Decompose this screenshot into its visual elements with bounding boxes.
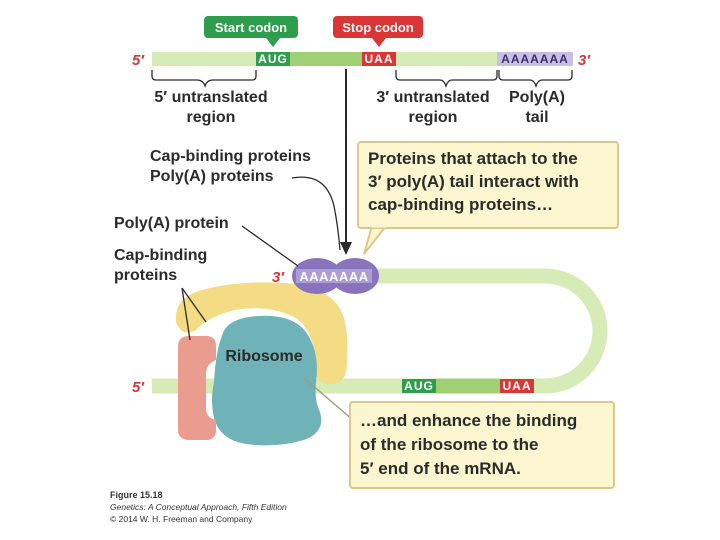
start-codon-tag: Start codon [204, 16, 298, 47]
cap-binding-leader-line-2 [181, 287, 191, 341]
loop-start-codon-box [402, 379, 436, 393]
top-three-prime: 3′ [578, 52, 591, 69]
figure-number: Figure 15.18 [110, 490, 163, 500]
loop-stop-codon-box [500, 379, 534, 393]
polya-protein-label: Poly(A) protein [114, 215, 229, 232]
top-five-prime: 5′ [132, 52, 145, 69]
callout-top-line3: cap-binding proteins… [368, 195, 553, 214]
down-arrow [340, 69, 352, 255]
polya-label-line1: Poly(A) [509, 89, 565, 106]
top-stop-codon: UAA [365, 52, 394, 66]
loop-three-prime: 3′ [272, 269, 285, 286]
utr5-label-line1: 5′ untranslated [154, 89, 267, 106]
utr5-label-line2: region [187, 109, 236, 126]
utr3-label-line2: region [409, 109, 458, 126]
callout-top-line1: Proteins that attach to the [368, 149, 578, 168]
callout-top: Proteins that attach to the 3′ poly(A) t… [357, 141, 619, 255]
cap-poly-label-line1: Cap-binding proteins [150, 148, 311, 165]
five-prime-cap-shape [178, 336, 216, 440]
callout-bottom: …and enhance the binding of the ribosome… [303, 377, 615, 489]
polya-protein-leader-line [241, 225, 299, 267]
callout-bottom-line3: 5′ end of the mRNA. [360, 459, 521, 478]
stop-codon-tag-label: Stop codon [342, 20, 414, 35]
top-poly-a: AAAAAAA [501, 52, 569, 66]
cap-binding-protein-shape [175, 282, 348, 384]
figure-book: Genetics: A Conceptual Approach, Fifth E… [110, 502, 287, 512]
figure-copyright: © 2014 W. H. Freeman and Company [110, 514, 253, 524]
region-brackets [151, 70, 573, 89]
stop-codon-tag: Stop codon [333, 16, 423, 47]
cap-binding-label-line1: Cap-binding [114, 247, 207, 264]
utr3-label-line1: 3′ untranslated [376, 89, 489, 106]
top-poly-a-box [497, 52, 573, 66]
top-start-codon: AUG [258, 52, 288, 66]
start-codon-tag-label: Start codon [215, 20, 287, 35]
cap-poly-label-line2: Poly(A) proteins [150, 168, 274, 185]
utr3-bracket [395, 70, 498, 89]
ribosome-label: Ribosome [225, 348, 302, 365]
callout-bottom-line1: …and enhance the binding [360, 411, 577, 430]
cap-binding-label-line2: proteins [114, 267, 177, 284]
top-stop-codon-box [362, 52, 396, 66]
polya-bracket [498, 70, 573, 89]
ribosome-shape [212, 315, 322, 446]
loop-stop-codon: UAA [503, 379, 532, 393]
top-mrna-strand: 5′ 3′ AUG UAA AAAAAAA [132, 52, 591, 69]
looped-mrna: AUG UAA 5′ [132, 268, 608, 396]
cap-poly-leader-line [291, 176, 341, 251]
loop-five-prime: 5′ [132, 379, 145, 396]
utr5-bracket [151, 70, 257, 89]
cap-binding-leader-line-1 [181, 287, 207, 323]
coding-region-bar [289, 52, 363, 66]
callout-top-line2: 3′ poly(A) tail interact with [368, 172, 579, 191]
callout-bottom-line2: of the ribosome to the [360, 435, 539, 454]
loop-mrna-strand [152, 268, 608, 394]
top-start-codon-box [256, 52, 290, 66]
loop-start-codon: AUG [404, 379, 434, 393]
polya-label-line2: tail [525, 109, 548, 126]
loop-poly-a-box [296, 269, 372, 283]
loop-poly-a: AAAAAAA [299, 269, 368, 284]
